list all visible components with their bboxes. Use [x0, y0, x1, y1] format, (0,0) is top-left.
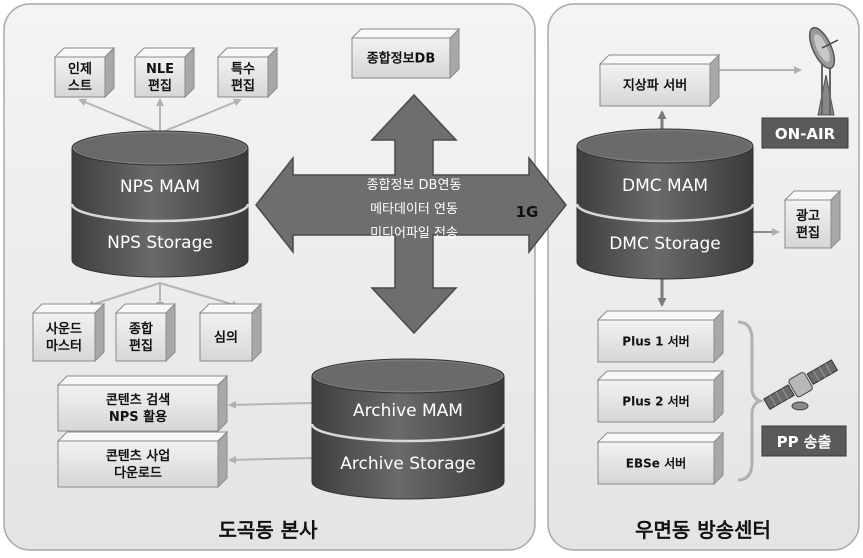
cylinder-layer: NPS MAM NPS Storage DMC MAM DMC StorageArch…: [70, 128, 755, 500]
archive-cylinder-storage-label: Archive Storage: [340, 454, 476, 474]
link-label: 1G: [516, 203, 539, 221]
hq-top-box-3-line-1: 특수: [231, 62, 255, 77]
dmc-cylinder-storage-label: DMC Storage: [609, 234, 721, 254]
pp-server-box-2-line-1: Plus 2 서버: [622, 393, 689, 408]
pp-label: PP 송출: [777, 433, 832, 451]
pp-server-box-2: Plus 2 서버: [596, 369, 725, 424]
hq-wide-box-1-line-1: 콘텐츠 검색: [106, 392, 170, 408]
db-box: 종합정보DB: [350, 27, 461, 80]
hq-wide-box-2-line-1: 콘텐츠 사업: [106, 448, 170, 464]
satellite-icon: [763, 359, 839, 411]
archive-cylinder-mam-label: Archive MAM: [353, 401, 463, 421]
terrestrial-server-box-line-1: 지상파 서버: [623, 78, 687, 94]
nps-cylinder-mam-label: NPS MAM: [120, 177, 200, 197]
nps-cylinder-storage-label: NPS Storage: [107, 233, 213, 253]
hq-top-box-2-line-2: 편집: [148, 78, 172, 94]
hq-top-box-1-line-1: 인제: [68, 61, 92, 77]
hq-bottom-box-2-line-1: 종합: [129, 321, 153, 337]
archive-cylinder: Archive MAM Archive Storage: [310, 358, 506, 500]
arrow-line-3: 미디어파일 전송: [370, 226, 458, 241]
pp-server-box-1-line-1: Plus 1 서버: [622, 333, 689, 348]
pp-server-box-1: Plus 1 서버: [596, 309, 725, 364]
pp-badge: [761, 425, 847, 457]
ad-edit-box-line-2: 편집: [796, 225, 820, 241]
hq-wide-box-2-line-2: 다운로드: [114, 465, 162, 481]
ad-edit-box-line-1: 광고: [796, 209, 820, 224]
dmc-cylinder-mam-label: DMC MAM: [622, 176, 708, 196]
pp-server-box-3: EBSe 서버: [596, 431, 725, 486]
nps-cylinder: NPS MAM NPS Storage: [70, 130, 250, 278]
hq-top-box-1-line-2: 스트: [68, 79, 92, 94]
satellite-dish-icon: [808, 26, 839, 116]
hq-bottom-box-2-line-2: 편집: [129, 338, 153, 354]
pp-server-box-3-line-1: EBSe 서버: [626, 455, 686, 470]
arrow-line-1: 종합정보 DB연동: [367, 178, 462, 193]
on-air-label: ON-AIR: [775, 125, 836, 143]
arrow-line-2: 메타데이터 연동: [370, 202, 458, 217]
terrestrial-server-box: 지상파 서버: [598, 53, 721, 108]
db-box-line-1: 종합정보DB: [367, 51, 436, 67]
four-way-arrow: [255, 93, 567, 335]
hq-top-box-3-line-2: 편집: [231, 78, 255, 94]
hq-top-box-2-line-1: NLE: [146, 62, 174, 77]
hq-bottom-box-1-line-2: 마스터: [46, 338, 82, 354]
hq-bottom-box-3-line-1: 심의: [214, 330, 238, 346]
hq-bottom-box-3: 심의: [198, 302, 263, 363]
dmc-cylinder: DMC MAM DMC Storage: [575, 128, 755, 280]
hq-bottom-box-1-line-1: 사운드: [46, 321, 82, 337]
hq-wide-box-1-line-2: NPS 활용: [109, 409, 167, 425]
hq-top-connectors: [78, 98, 313, 464]
on-air-badge: [761, 117, 849, 149]
hq-title: 도곡동 본사: [219, 518, 319, 542]
broadcast-title: 우면동 방송센터: [635, 518, 771, 542]
